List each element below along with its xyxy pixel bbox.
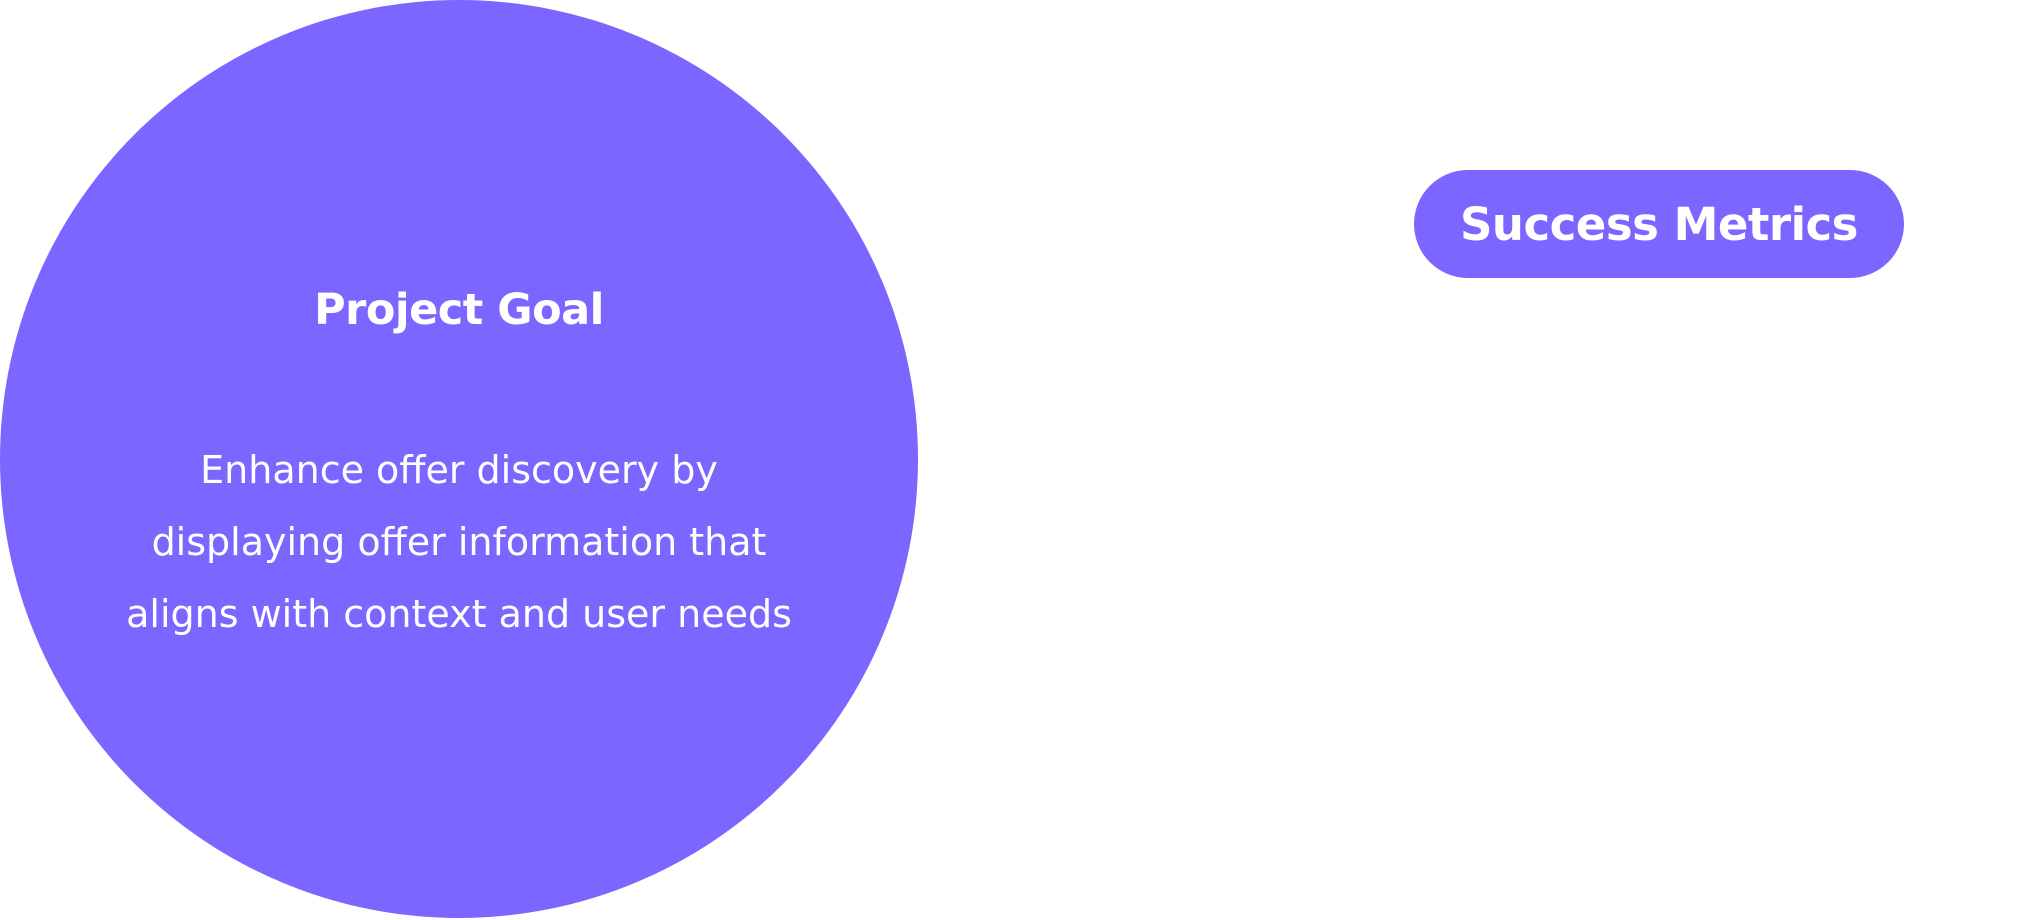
success-metrics-label: Success Metrics <box>1460 197 1858 251</box>
project-goal-title: Project Goal <box>314 285 604 335</box>
project-goal-description-line: displaying offer information that <box>151 520 767 564</box>
project-goal-description-line: Enhance offer discovery by <box>200 448 718 492</box>
success-metrics-pill[interactable]: Success Metrics <box>1414 170 1904 278</box>
project-goal-circle: Project Goal Enhance offer discovery by … <box>0 0 918 918</box>
project-goal-description: Enhance offer discovery by displaying of… <box>0 434 918 650</box>
project-goal-description-line: aligns with context and user needs <box>126 592 792 636</box>
